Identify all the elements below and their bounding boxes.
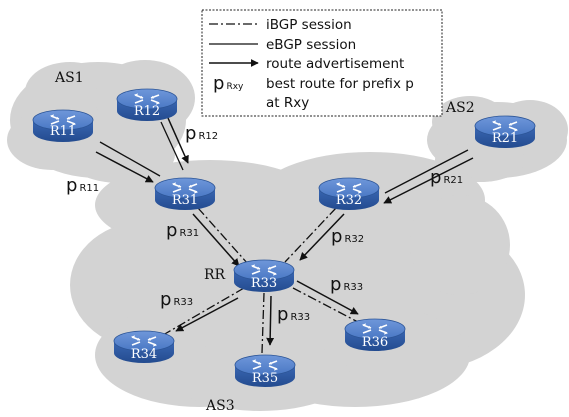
advert-arrow-r32-r33 <box>299 213 345 261</box>
advert-arrow-r33-r34 <box>175 297 239 332</box>
legend-best-route-main: p <box>213 73 224 94</box>
route-label-p-r21-sub: R21 <box>443 175 463 186</box>
as3-label: AS3 <box>205 398 235 414</box>
legend-best-route-sub: Rxy <box>226 82 244 92</box>
advert-arrow-r12-r31 <box>167 117 189 164</box>
advert-arrow-r33-r35 <box>266 295 275 346</box>
router-r21-label: R21 <box>492 131 518 146</box>
as2-label: AS2 <box>445 100 475 116</box>
route-label-p-r11-sub: R11 <box>79 183 99 194</box>
route-label-p-r33-left-sub: R33 <box>173 297 193 308</box>
ebgp-r11-r31 <box>99 141 161 177</box>
route-label-p-r32-main: p <box>331 226 342 247</box>
route-reflector-label: RR <box>204 267 226 283</box>
router-r21: R21 <box>474 115 536 149</box>
router-r11: R11 <box>32 109 94 143</box>
route-label-p-r11-main: p <box>66 175 77 196</box>
router-r12-label: R12 <box>134 104 160 119</box>
route-label-p-r21-main: p <box>430 167 441 188</box>
router-r36: R36 <box>344 318 406 352</box>
route-label-p-r12-main: p <box>185 123 196 144</box>
router-r31-label: R31 <box>172 193 198 208</box>
router-r34-label: R34 <box>131 347 157 362</box>
router-r11-label: R11 <box>50 124 76 139</box>
advert-arrow-r31-r33 <box>192 213 240 267</box>
ibgp-r33-r36 <box>292 287 359 323</box>
router-r33-label: R33 <box>251 276 277 291</box>
legend-best-route-line2: at Rxy <box>266 95 309 111</box>
router-r33: R33 <box>233 259 295 293</box>
router-r32: R32 <box>318 177 380 211</box>
legend-best-route-line1: best route for prefix p <box>266 76 414 92</box>
legend-ebgp-label: eBGP session <box>266 37 356 53</box>
route-label-p-r33-mid-main: p <box>277 304 288 325</box>
ibgp-r32-r33 <box>284 207 337 263</box>
router-r31: R31 <box>154 177 216 211</box>
router-r35-label: R35 <box>252 371 278 386</box>
route-label-p-r33-left-main: p <box>160 289 171 310</box>
route-label-p-r33-right-main: p <box>330 274 341 295</box>
ibgp-r31-r33 <box>197 207 249 265</box>
route-label-p-r33-right-sub: R33 <box>343 282 363 293</box>
route-label-p-r32-sub: R32 <box>344 234 364 245</box>
router-r34: R34 <box>113 330 175 364</box>
route-label-p-r31-main: p <box>166 220 177 241</box>
legend: iBGP session eBGP session route advertis… <box>201 9 443 117</box>
ibgp-r33-r34 <box>162 287 245 336</box>
advert-arrow-r33-r36 <box>296 280 359 315</box>
route-label-p-r12-sub: R12 <box>198 131 218 142</box>
router-r35: R35 <box>234 354 296 388</box>
advert-arrow-r11-r31 <box>95 151 154 183</box>
router-r12: R12 <box>116 88 178 122</box>
ebgp-r21-r32 <box>384 149 469 194</box>
route-label-p-r33-mid-sub: R33 <box>290 312 310 323</box>
router-r36-label: R36 <box>362 335 388 350</box>
router-r32-label: R32 <box>336 193 362 208</box>
route-label-p-r31-sub: R31 <box>179 228 199 239</box>
as1-label: AS1 <box>54 70 84 86</box>
legend-advert-label: route advertisement <box>266 56 404 72</box>
ibgp-r33-r35 <box>261 292 265 354</box>
ebgp-r12-r31 <box>160 121 184 171</box>
advert-arrow-r21-r32 <box>383 157 474 204</box>
legend-ibgp-label: iBGP session <box>266 17 352 33</box>
